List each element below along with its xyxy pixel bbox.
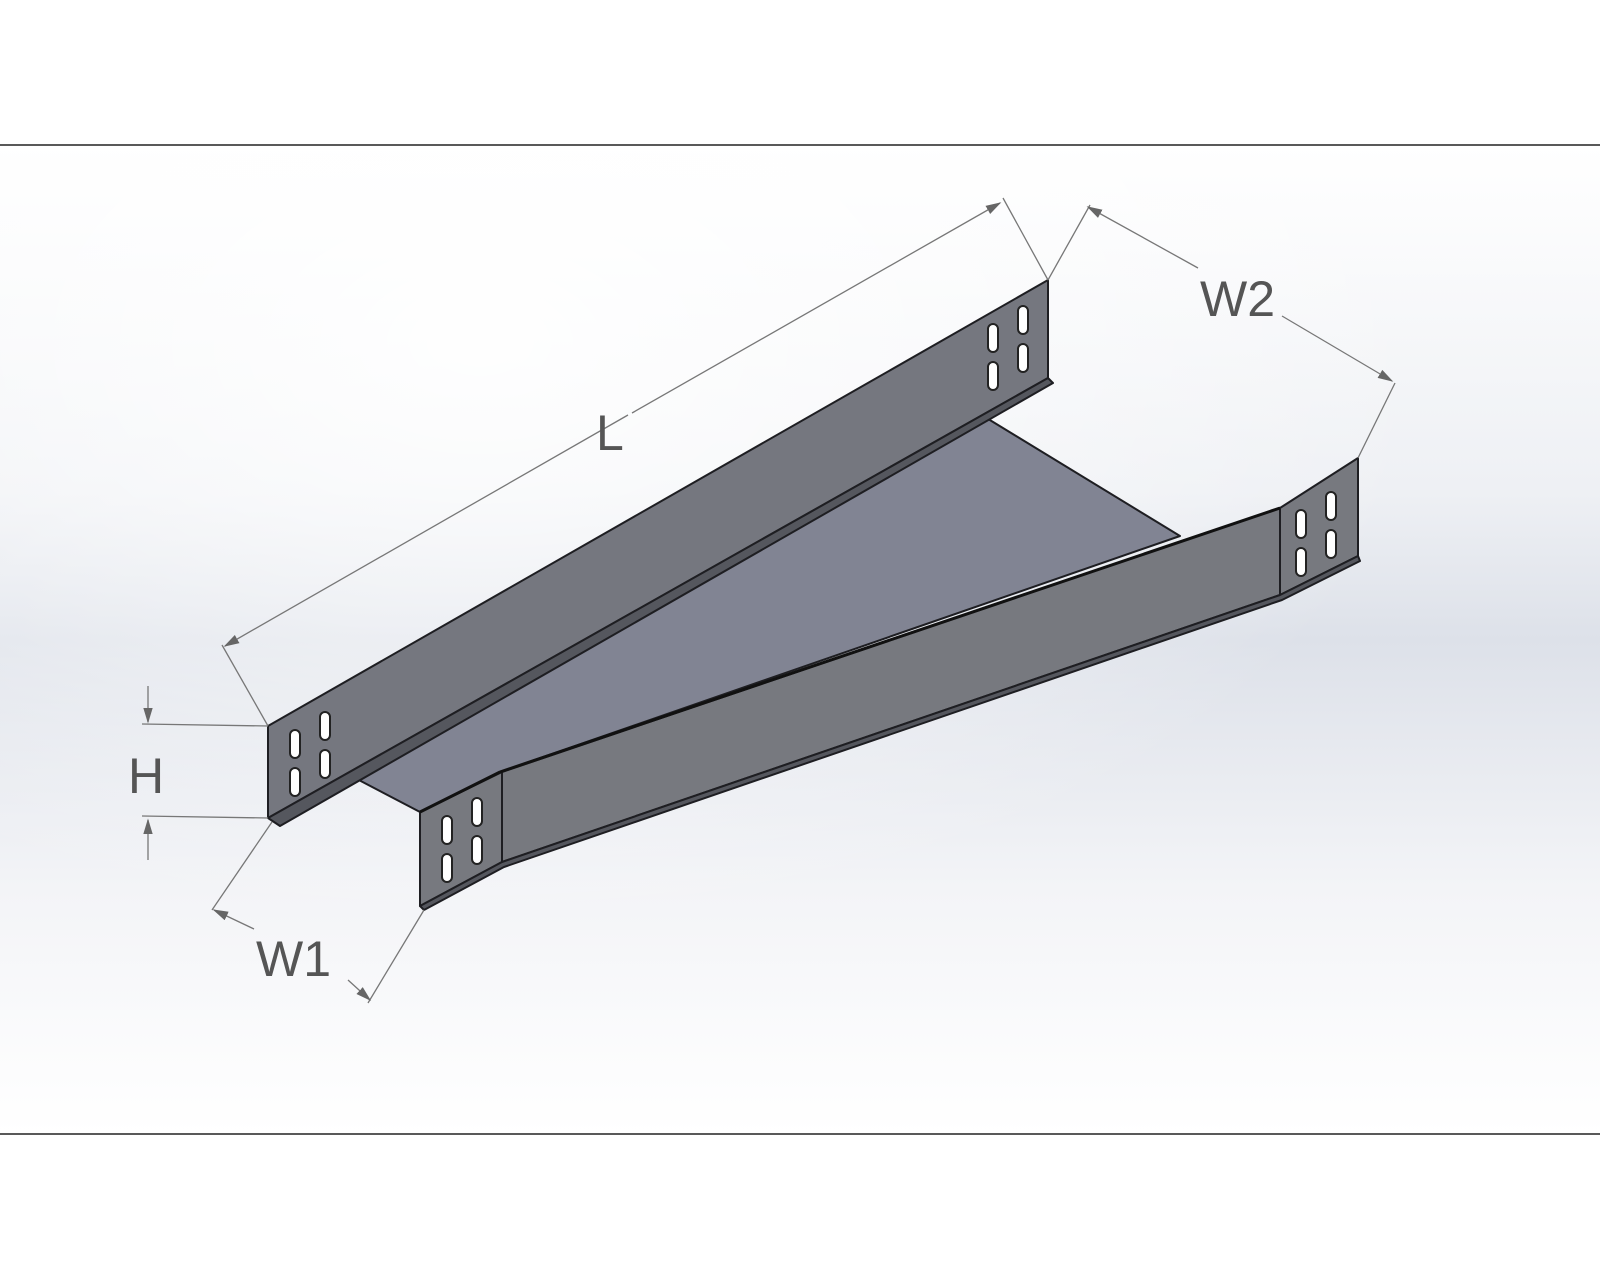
- slot: [1017, 305, 1029, 335]
- slot: [441, 853, 453, 883]
- dimension-label-length: L: [596, 405, 624, 461]
- slot: [1325, 529, 1337, 559]
- slot: [289, 729, 301, 759]
- slot: [319, 711, 331, 741]
- slot: [1017, 343, 1029, 373]
- slot: [987, 361, 999, 391]
- dimension-width-large: [1047, 204, 1396, 459]
- back-wall-flange: [267, 377, 1054, 827]
- cable-tray-reducer: [267, 279, 1361, 911]
- mounting-slots: [289, 305, 1337, 883]
- dimension-height: [141, 686, 269, 860]
- slot: [441, 815, 453, 845]
- slot: [471, 797, 483, 827]
- slot: [1325, 491, 1337, 521]
- front-wall-flange: [419, 555, 1361, 911]
- dimension-label-width-large: W2: [1200, 271, 1275, 327]
- slot: [471, 835, 483, 865]
- dimension-length: [221, 197, 1049, 727]
- dimension-label-width-small: W1: [256, 931, 331, 987]
- slot: [319, 749, 331, 779]
- slot: [289, 767, 301, 797]
- slot: [1295, 509, 1307, 539]
- dimension-width-small: [211, 821, 425, 1004]
- slot: [1295, 547, 1307, 577]
- dimension-label-height: H: [128, 748, 164, 804]
- slot: [987, 323, 999, 353]
